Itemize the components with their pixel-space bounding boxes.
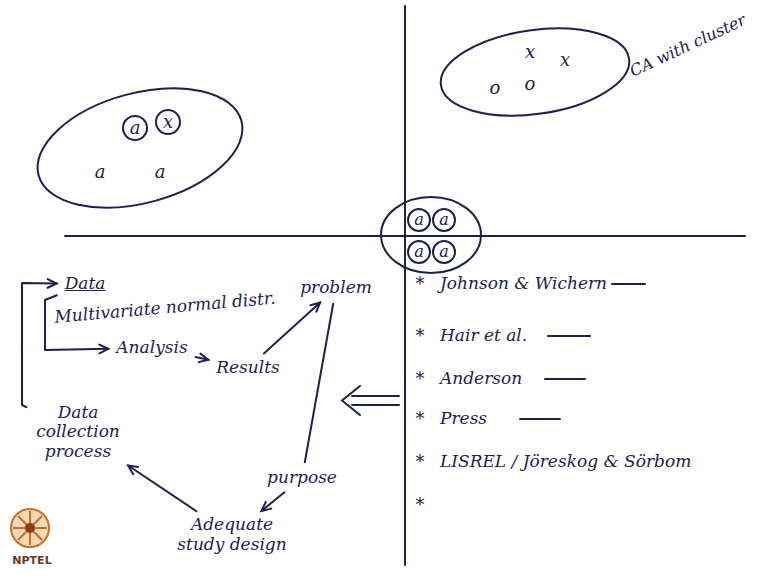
letter-circle (123, 116, 147, 140)
flow-arrow (128, 466, 196, 512)
flow-line (264, 302, 320, 353)
flow-arrow (262, 492, 285, 511)
handwritten-label: x (525, 42, 535, 63)
step-text: purpose (267, 468, 337, 488)
step-text: Analysis (116, 338, 187, 358)
flow-line (128, 466, 196, 512)
arrow-head (48, 279, 57, 288)
handwritten-label: Multivariate normal distr. (54, 289, 277, 328)
handwritten-step: Results (212, 356, 284, 380)
horizontal-axis (65, 235, 745, 237)
bullet-star: * (416, 452, 425, 473)
flow-arrow (22, 279, 57, 407)
step-text: Data (65, 274, 106, 294)
bullet-star: * (416, 326, 425, 347)
handwritten-step: Data (61, 272, 110, 296)
step-text: problem (300, 278, 372, 298)
double-arrow (352, 395, 399, 397)
handwritten-step: purpose (263, 466, 341, 490)
handwritten-label: o (490, 78, 501, 99)
handwritten-label: a (95, 162, 106, 183)
handwritten-step: Adequate study design (172, 513, 292, 556)
letter-circle (433, 209, 455, 231)
handwritten-label: Press (440, 409, 487, 429)
double-arrow-head (342, 386, 360, 415)
handwritten-step: Data collection process (30, 401, 126, 464)
step-text: Adequate study design (176, 515, 288, 554)
handwritten-label: Hair et al. (440, 326, 527, 346)
handwritten-label: a (439, 243, 449, 261)
arrow-head (262, 502, 272, 511)
handwritten-step: problem (296, 276, 376, 300)
dash (545, 378, 585, 380)
bullet-star: * (416, 369, 425, 390)
arrow-head (199, 354, 209, 363)
double-arrow (352, 404, 399, 406)
handwritten-step: Analysis (112, 336, 191, 360)
handwritten-label: x (163, 112, 173, 133)
letter-circle (408, 209, 430, 231)
dash (612, 283, 645, 285)
step-text: Data collection process (34, 403, 122, 462)
handwritten-label: a (414, 211, 424, 229)
bullet-star: * (416, 495, 425, 516)
flow-arrow (196, 354, 209, 363)
dash (548, 335, 590, 337)
flow-arrow (305, 304, 333, 463)
flow-line (305, 304, 333, 463)
flow-arrow (264, 302, 320, 353)
dash (520, 418, 560, 420)
handwritten-label: a (155, 162, 166, 183)
cluster-ellipse (381, 197, 481, 273)
handwritten-label: x (560, 50, 570, 71)
handwritten-label: Anderson (440, 369, 522, 389)
step-text: Results (216, 358, 280, 378)
letter-circle (433, 241, 455, 263)
bullet-star: * (416, 274, 425, 295)
letter-circle (156, 110, 180, 134)
bullet-star: * (416, 409, 425, 430)
handwritten-label: a (414, 243, 424, 261)
handwritten-label: LISREL / Jöreskog & Sörbom (440, 452, 691, 472)
flow-line (22, 283, 57, 407)
vertical-axis (404, 6, 406, 565)
handwritten-label: a (130, 118, 141, 139)
nptel-logo (11, 509, 49, 547)
arrow-head (311, 302, 321, 311)
cluster-ellipse (24, 68, 255, 229)
handwritten-label: Johnson & Wichern (440, 274, 607, 294)
cluster-ellipse (435, 17, 635, 127)
handwritten-label: NPTEL (12, 555, 51, 568)
arrow-head (128, 466, 138, 475)
flow-line (262, 492, 285, 511)
handwritten-label: o (525, 74, 536, 95)
handwritten-label: CA with cluster (627, 11, 749, 81)
arrow-head (99, 345, 108, 354)
handwritten-label: a (439, 211, 449, 229)
letter-circle (408, 241, 430, 263)
